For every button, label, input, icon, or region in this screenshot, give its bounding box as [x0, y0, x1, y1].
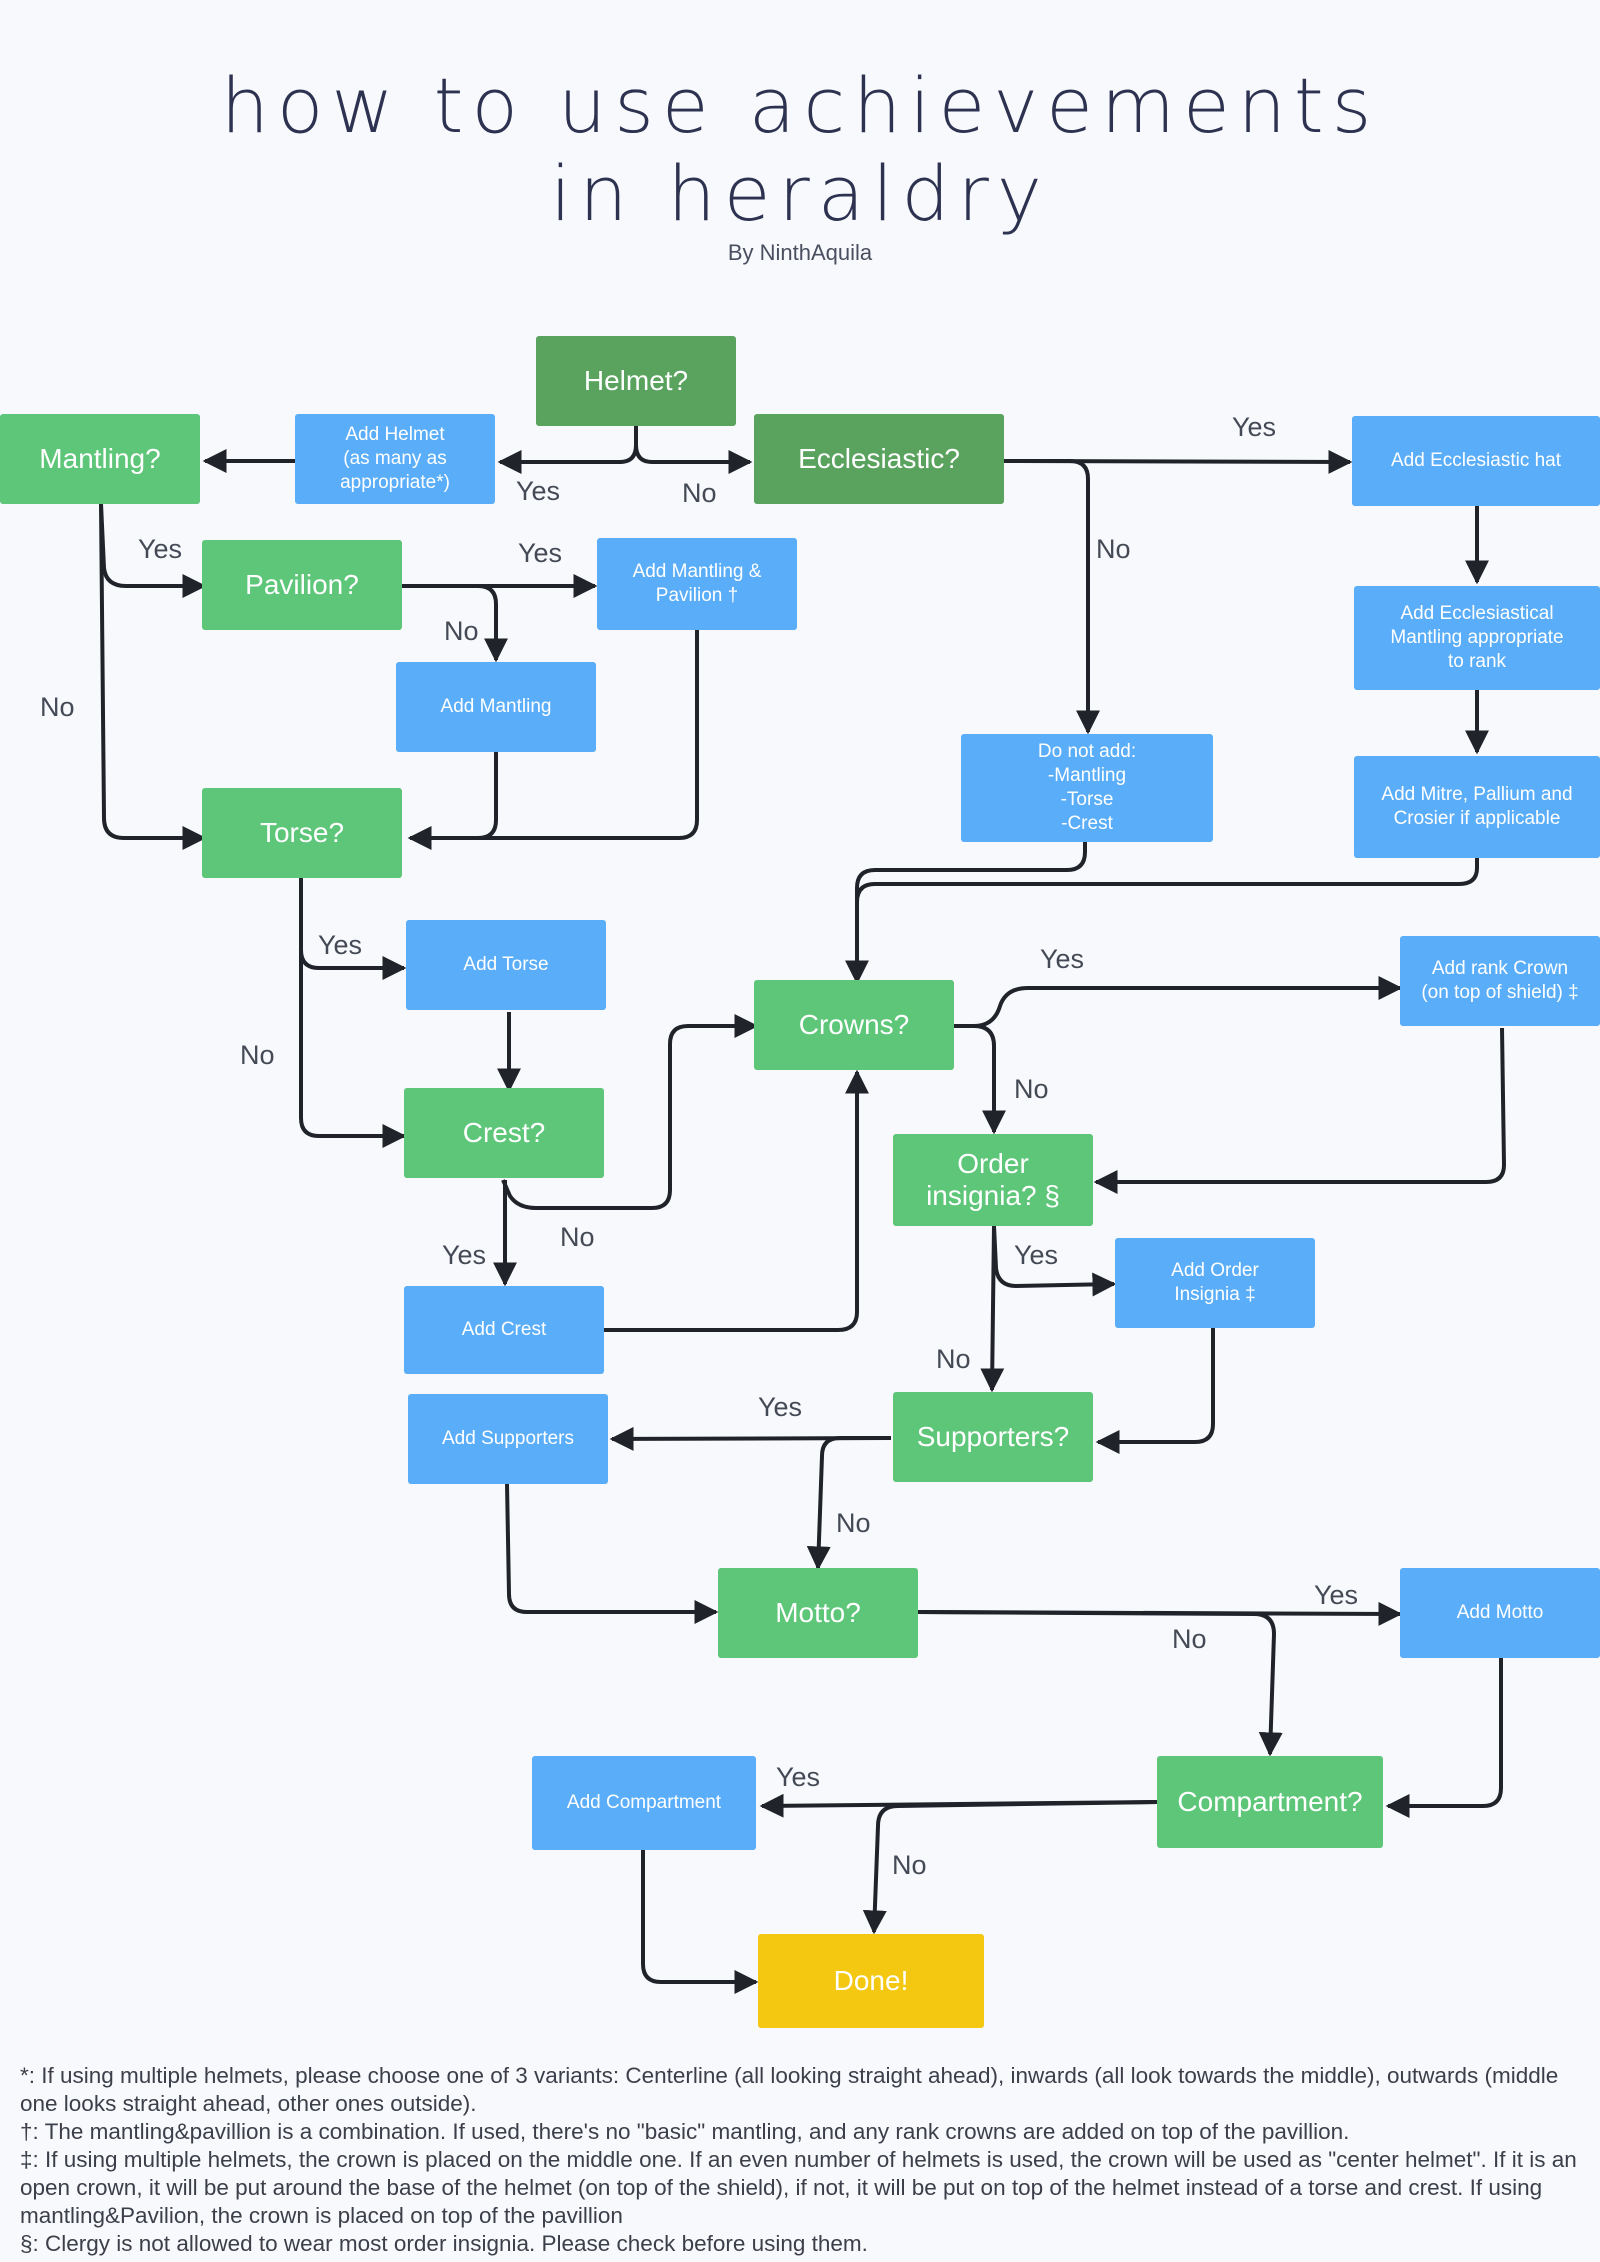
- node-do-not-add: Do not add: -Mantling -Torse -Crest: [961, 734, 1213, 842]
- edge-helmet-no: [634, 444, 753, 474]
- label-crowns-no: No: [1014, 1074, 1049, 1104]
- label-order-no: No: [936, 1344, 971, 1374]
- footnote-helmets: *: If using multiple helmets, please cho…: [20, 2063, 1559, 2116]
- node-add-mantling-pavilion: Add Mantling & Pavilion †: [597, 538, 797, 630]
- node-supporters: Supporters?: [893, 1392, 1093, 1482]
- edge-donotadd-crowns: [845, 842, 1087, 985]
- edge-mitre-crowns: [855, 858, 1479, 982]
- edge-pavilion-no: [401, 584, 508, 663]
- label-eccl-yes: Yes: [1232, 412, 1277, 442]
- label-motto-yes: Yes: [1314, 1580, 1359, 1610]
- footnote-clergy: §: Clergy is not allowed to wear most or…: [20, 2231, 868, 2256]
- label-crowns-yes: Yes: [1040, 944, 1085, 974]
- node-add-crest: Add Crest: [404, 1286, 604, 1374]
- label-compartment-yes: Yes: [776, 1762, 821, 1792]
- edge-torse-no: [299, 876, 407, 1148]
- label-pavilion-no: No: [444, 616, 479, 646]
- node-pavilion: Pavilion?: [202, 540, 402, 630]
- label-eccl-no: No: [1096, 534, 1131, 564]
- node-crest: Crest?: [404, 1088, 604, 1178]
- edge-mantling-no: [99, 503, 207, 850]
- byline: By NinthAquila: [727, 240, 873, 265]
- label-helmet-yes: Yes: [516, 476, 561, 506]
- label-mantling-no: No: [40, 692, 75, 722]
- label-torse-no: No: [240, 1040, 275, 1070]
- edge-motto-no: [916, 1610, 1283, 1757]
- label-crest-yes: Yes: [442, 1240, 487, 1270]
- edge-mantling-yes: [99, 503, 207, 598]
- edge-order-yes: [992, 1225, 1117, 1297]
- edge-addcrest-crowns: [603, 1069, 869, 1332]
- footnote-pavilion: †: The mantling&pavillion is a combinati…: [20, 2119, 1350, 2144]
- node-done: Done!: [758, 1934, 984, 2028]
- node-add-eccl-mantling: Add Ecclesiastical Mantling appropriate …: [1354, 586, 1600, 690]
- node-crowns: Crowns?: [754, 980, 954, 1070]
- edge-addsupporters-motto: [505, 1483, 719, 1624]
- edge-helmet-yes: [497, 426, 638, 474]
- node-add-torse: Add Torse: [406, 920, 606, 1010]
- node-helmet: Helmet?: [536, 336, 736, 426]
- edge-crest-no: [501, 1014, 759, 1210]
- node-add-mitre: Add Mitre, Pallium and Crosier if applic…: [1354, 756, 1600, 858]
- node-add-supporters: Add Supporters: [408, 1394, 608, 1484]
- edge-addorder-supporters: [1095, 1328, 1215, 1454]
- label-compartment-no: No: [892, 1850, 927, 1880]
- edge-crowns-yes: [954, 976, 1403, 1028]
- node-add-mantling: Add Mantling: [396, 662, 596, 752]
- label-mantling-yes: Yes: [138, 534, 183, 564]
- label-crest-no: No: [560, 1222, 595, 1252]
- node-ecclesiastic: Ecclesiastic?: [754, 414, 1004, 504]
- label-motto-no: No: [1172, 1624, 1207, 1654]
- edge-addmotto-compartment: [1385, 1658, 1503, 1818]
- node-add-compartment: Add Compartment: [532, 1756, 756, 1850]
- footnote-crown: ‡: If using multiple helmets, the crown …: [20, 2147, 1577, 2228]
- label-order-yes: Yes: [1014, 1240, 1059, 1270]
- edge-addcompartment-done: [641, 1850, 759, 1994]
- label-pavilion-yes: Yes: [518, 538, 563, 568]
- edge-crowns-no: [954, 1024, 1006, 1135]
- label-helmet-no: No: [682, 478, 717, 508]
- node-add-motto: Add Motto: [1400, 1568, 1600, 1658]
- node-torse: Torse?: [202, 788, 402, 878]
- edge-rankcrown-order: [1093, 1027, 1507, 1194]
- label-supporters-yes: Yes: [758, 1392, 803, 1422]
- node-compartment: Compartment?: [1157, 1756, 1383, 1848]
- edge-compartment-no: [862, 1800, 1158, 1935]
- node-add-order-insignia: Add Order Insignia ‡: [1115, 1238, 1315, 1328]
- node-mantling: Mantling?: [0, 414, 200, 504]
- edge-addmantling-torse: [407, 752, 498, 850]
- node-add-rank-crown: Add rank Crown (on top of shield) ‡: [1400, 936, 1600, 1026]
- edge-addpavilion-torse: [410, 630, 699, 840]
- edge-eccl-no: [1004, 459, 1100, 735]
- edge-order-no: [980, 1225, 1005, 1393]
- label-supporters-no: No: [836, 1508, 871, 1538]
- node-order-insignia: Order insignia? §: [893, 1134, 1093, 1226]
- node-motto: Motto?: [718, 1568, 918, 1658]
- node-add-eccl-hat: Add Ecclesiastic hat: [1352, 416, 1600, 506]
- title-line-1: How to use achievements: [220, 61, 1380, 150]
- node-add-helmet: Add Helmet (as many as appropriate*): [295, 414, 495, 504]
- label-torse-yes: Yes: [318, 930, 363, 960]
- edge-supporters-no: [806, 1436, 891, 1571]
- title-line-2: in heraldry: [550, 149, 1050, 238]
